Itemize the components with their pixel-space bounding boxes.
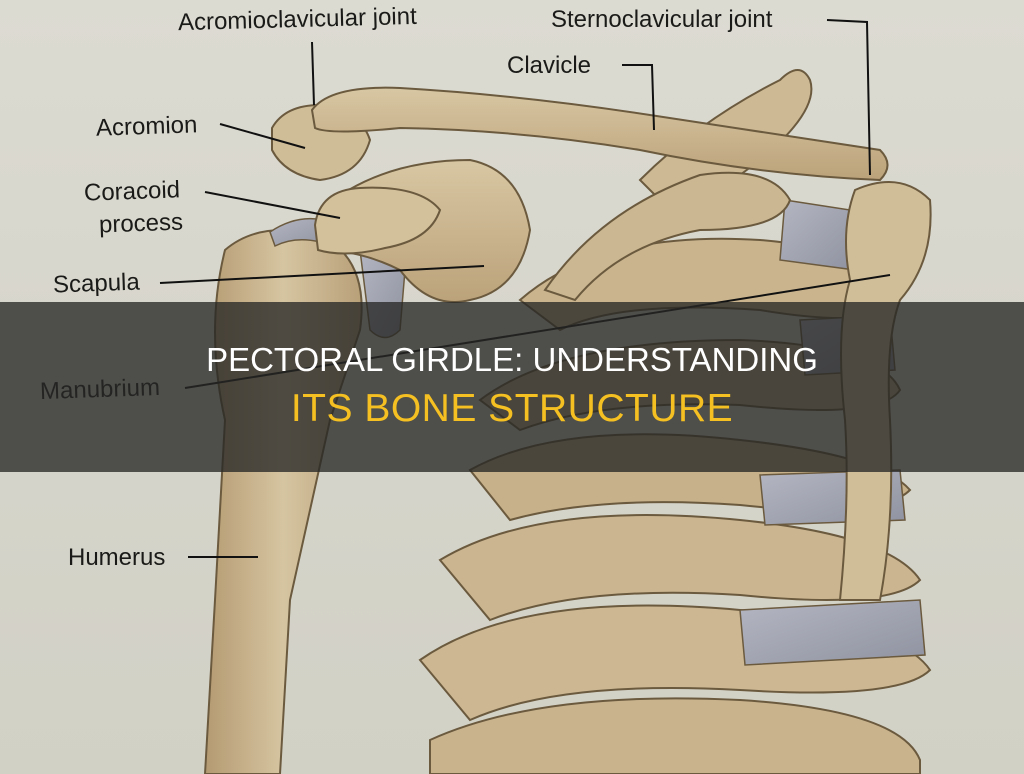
label-scapula: Scapula [52,268,141,299]
title-overlay-band [0,302,1024,472]
title-line-1: PECTORAL GIRDLE: UNDERSTANDING [206,341,818,378]
label-humerus: Humerus [68,544,166,571]
label-coracoid-process-line1: Coracoid [83,176,181,207]
label-acromion: Acromion [95,111,198,142]
label-clavicle: Clavicle [507,52,592,79]
title-block: PECTORAL GIRDLE: UNDERSTANDING ITS BONE … [0,302,1024,472]
label-sternoclavicular-joint: Sternoclavicular joint [551,6,773,33]
title-line-2: ITS BONE STRUCTURE [290,387,734,430]
clavicle-bone [310,86,889,182]
coracoid-bone [313,186,442,255]
label-coracoid-process-line2: process [98,208,184,239]
